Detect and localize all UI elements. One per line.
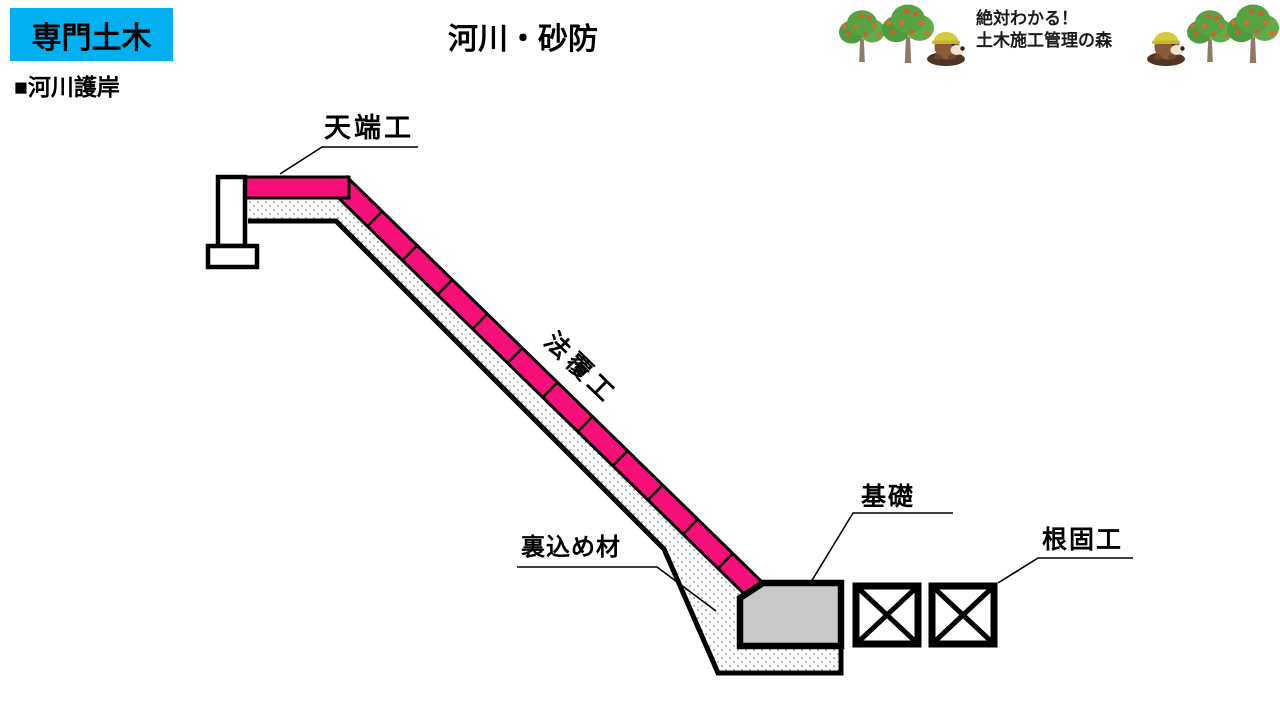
slope-cover-band: 法覆工 xyxy=(330,174,765,600)
foot-protection-block-1 xyxy=(852,582,922,648)
leader-foundation xyxy=(810,512,953,583)
leader-backfill xyxy=(517,566,717,612)
leader-crown xyxy=(279,146,418,175)
label-foundation: 基礎 xyxy=(861,483,915,511)
leader-foot-protection xyxy=(997,557,1133,584)
label-backfill: 裏込め材 xyxy=(520,533,621,561)
footing-block xyxy=(205,243,260,270)
slogan-text: 絶対わかる！ 土木施工管理の森 xyxy=(976,8,1112,52)
tree-icon xyxy=(1227,4,1279,64)
slope-block-joints xyxy=(366,210,734,570)
slogan-line-2: 土木施工管理の森 xyxy=(976,31,1112,50)
page-title: 河川・砂防 xyxy=(448,23,598,56)
label-crown: 天端工 xyxy=(324,113,414,143)
foundation-block xyxy=(736,579,845,650)
forest-logo-right xyxy=(1147,4,1279,66)
label-foot-protection: 根固工 xyxy=(1042,526,1123,554)
foot-protection-block-2 xyxy=(928,582,998,648)
tree-icon xyxy=(882,4,934,64)
mole-icon xyxy=(1147,32,1185,66)
section-heading: ■河川護岸 xyxy=(14,74,120,100)
crown-block xyxy=(243,175,351,200)
mole-icon xyxy=(927,32,965,66)
wall-block xyxy=(215,174,248,249)
slogan-line-1: 絶対わかる！ xyxy=(976,9,1078,28)
category-badge: 専門土木 xyxy=(10,8,173,61)
tree-icon xyxy=(839,10,885,63)
ground-outline xyxy=(248,218,844,676)
backfill-area xyxy=(248,201,841,673)
forest-logo-left xyxy=(839,4,965,66)
tree-icon xyxy=(1187,10,1233,63)
